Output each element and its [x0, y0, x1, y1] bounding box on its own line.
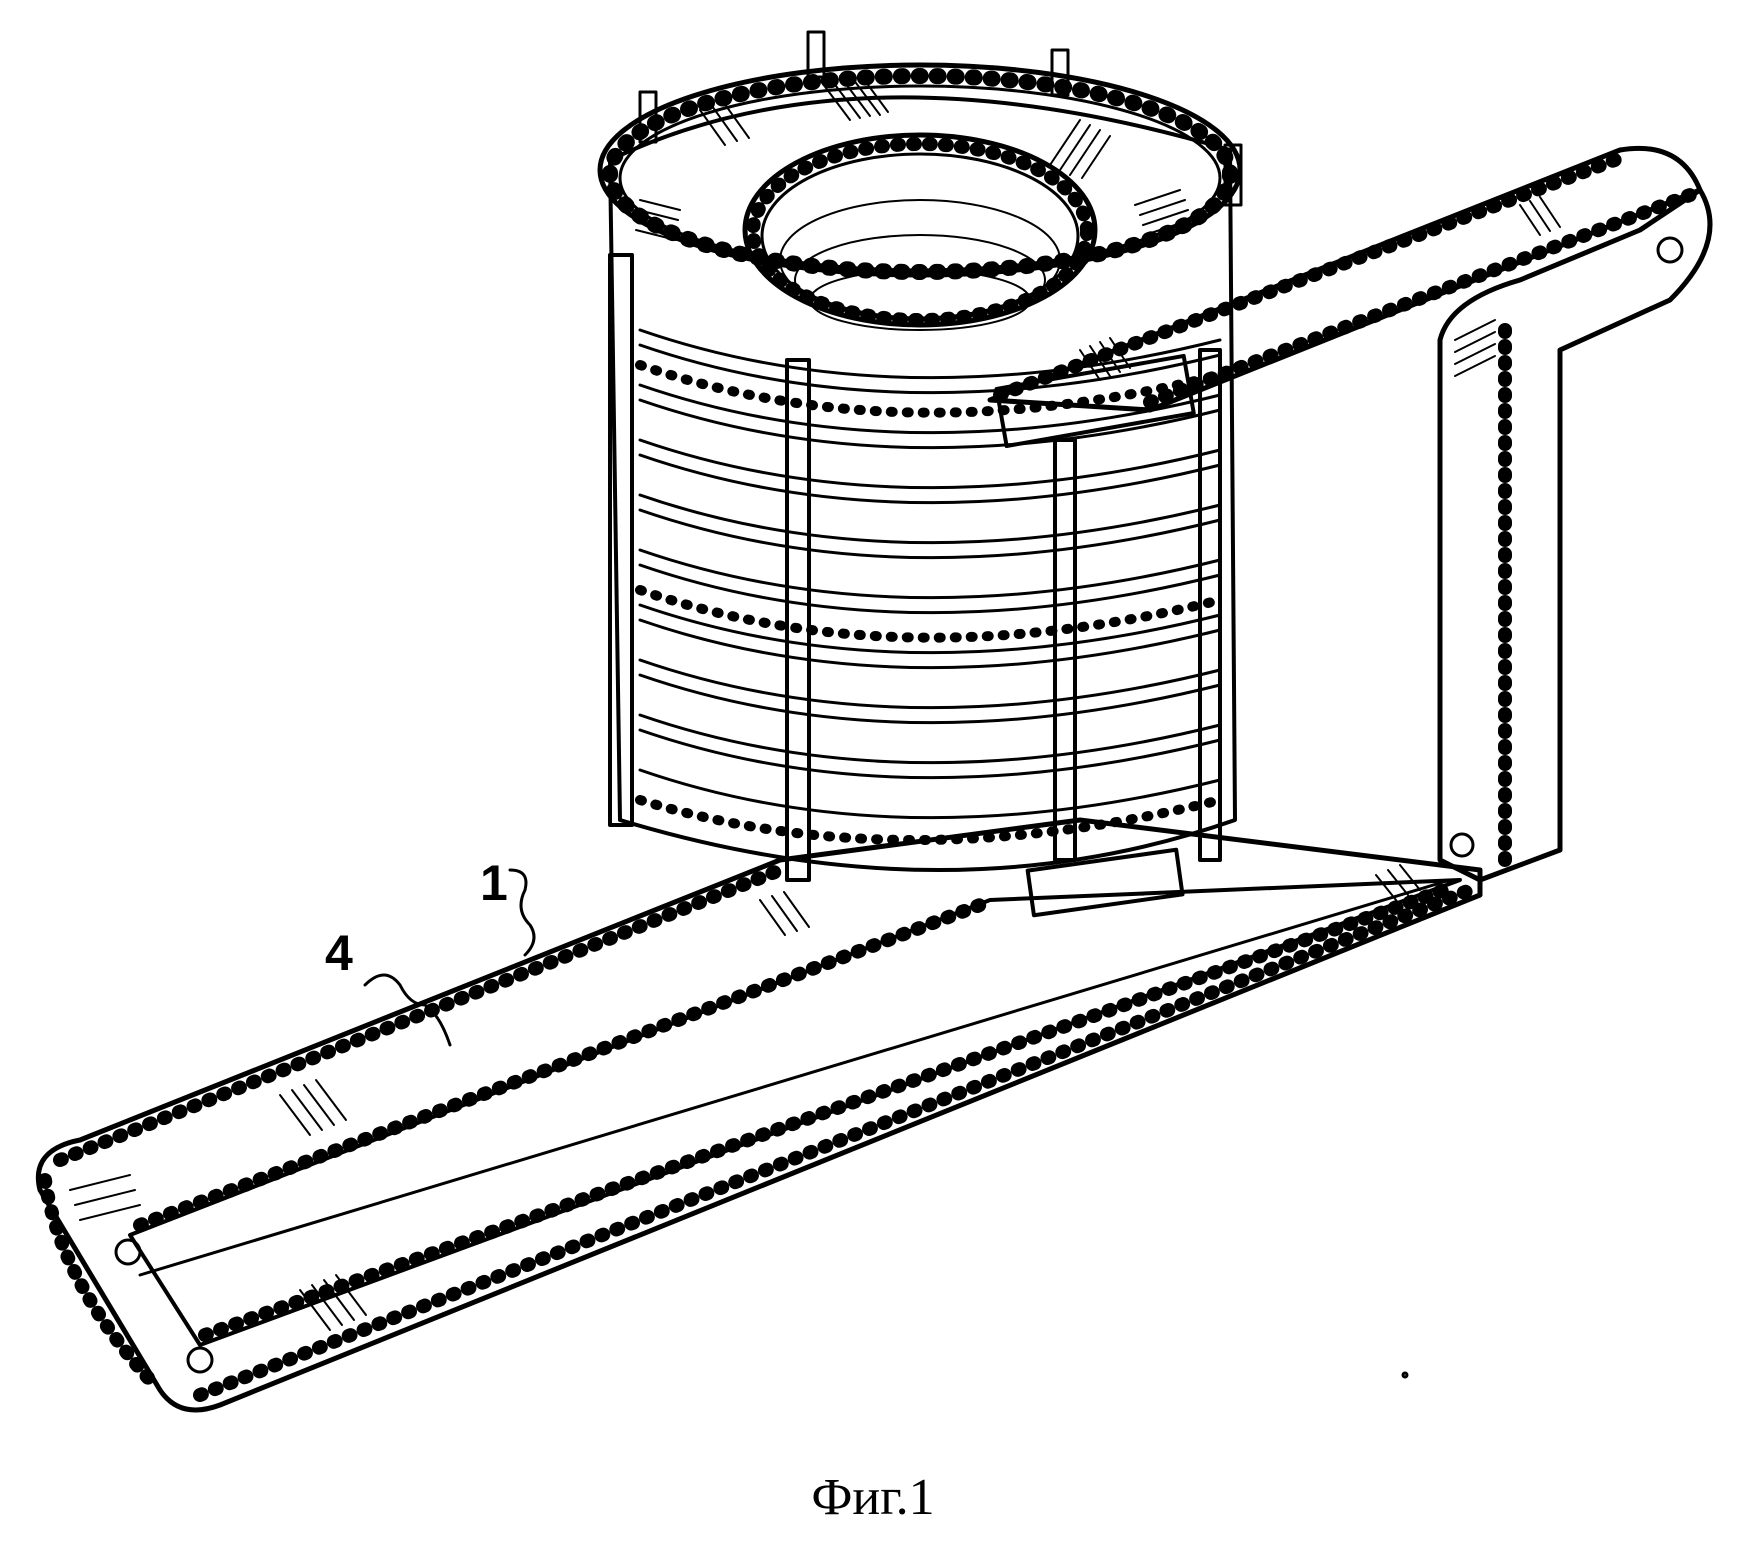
column-center-right	[1055, 440, 1075, 860]
speck	[1403, 1373, 1407, 1377]
ref-label-1: 1	[480, 855, 508, 911]
return-vertical-run	[1440, 190, 1710, 880]
lower-right-roller	[1451, 834, 1473, 856]
return-run-hatching	[1455, 320, 1495, 376]
spiral-tiers	[640, 330, 1220, 818]
upper-end-roller	[1658, 238, 1682, 262]
lower-infeed-conveyor	[38, 820, 1480, 1410]
lower-left-roller-lower	[188, 1348, 212, 1372]
entry-guard	[1028, 850, 1183, 915]
inner-hole-1	[780, 200, 1060, 320]
inner-hole-2	[795, 235, 1045, 325]
lower-left-roller-upper	[116, 1240, 140, 1264]
top-outer-ring-links	[610, 76, 1230, 272]
support-columns	[610, 32, 1241, 880]
figure-caption: Фиг.1	[0, 1468, 1746, 1527]
lower-inner-links-b	[205, 888, 1450, 1335]
return-run-belt	[1440, 190, 1710, 880]
spiral-conveyor-tower	[600, 32, 1241, 880]
tier-chain-links	[640, 365, 1220, 840]
lower-conveyor-hatching	[70, 865, 1420, 1330]
ref-leader-1	[510, 870, 534, 955]
ref-label-4: 4	[325, 925, 353, 981]
upper-conveyor-hatching	[1080, 197, 1560, 380]
